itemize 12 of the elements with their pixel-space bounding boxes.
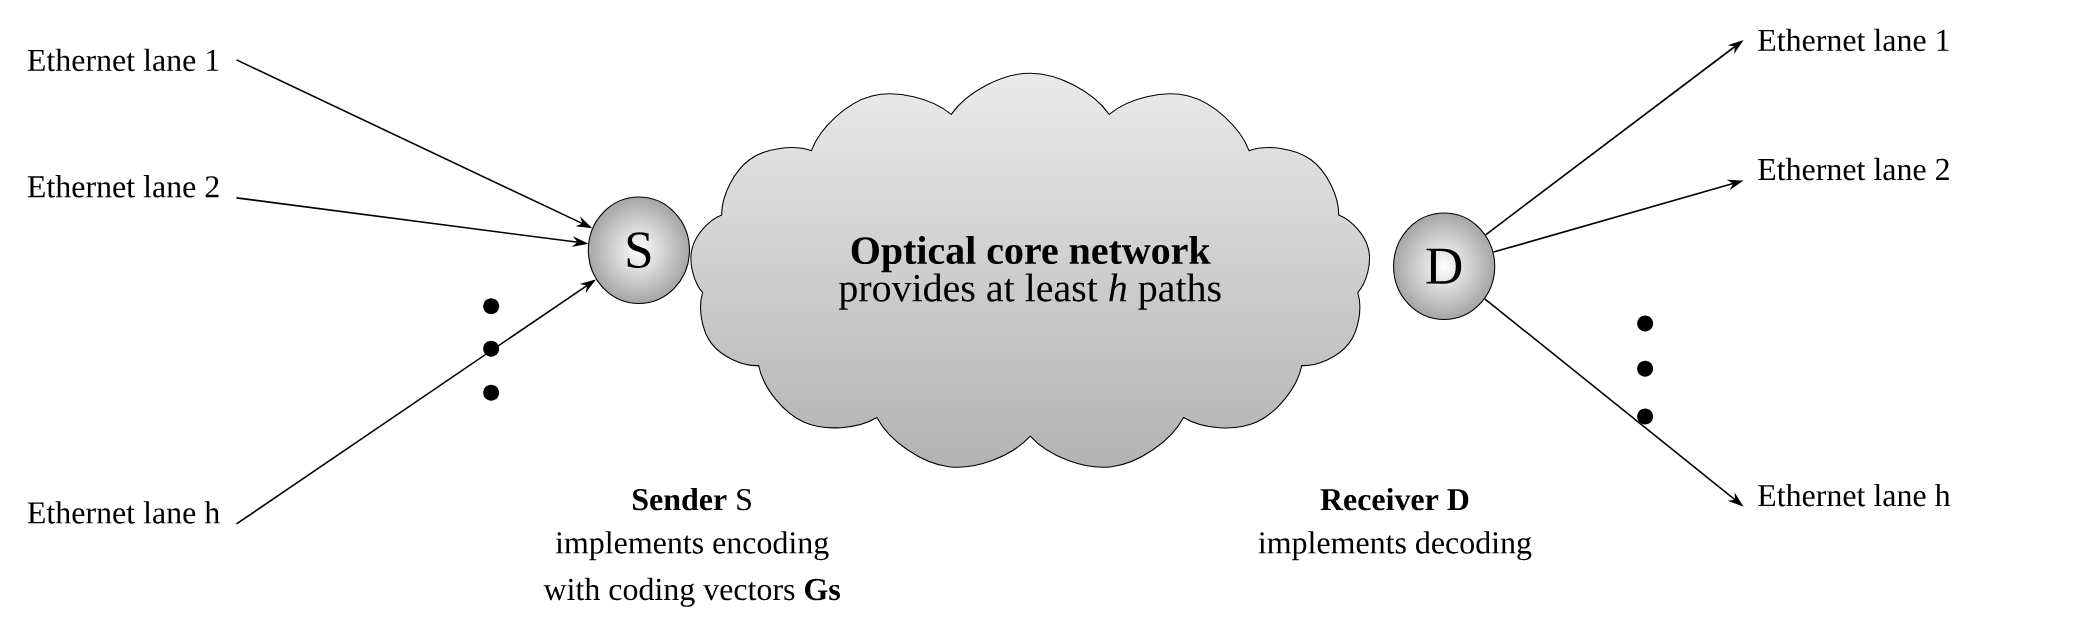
caption-text: Receiver D xyxy=(1320,487,1469,511)
cloud: Optical core network provides at least h paths xyxy=(690,72,1370,468)
caption-text: with coding vectors Gs xyxy=(543,577,840,607)
lane-label: Ethernet lane 2 xyxy=(27,175,219,198)
lane-label: Ethernet lane 1 xyxy=(27,48,219,72)
lane-label: Ethernet lane 1 xyxy=(1758,28,1949,52)
caption-text: implements decoding xyxy=(1258,531,1532,561)
caption-text: Sender S xyxy=(633,487,751,511)
lane-label: Ethernet lane 2 xyxy=(1758,157,1949,181)
lane-label: Ethernet lane h xyxy=(1758,483,1951,507)
lane-label: Ethernet lane h xyxy=(27,501,220,524)
caption-text: implements encoding xyxy=(555,531,829,561)
